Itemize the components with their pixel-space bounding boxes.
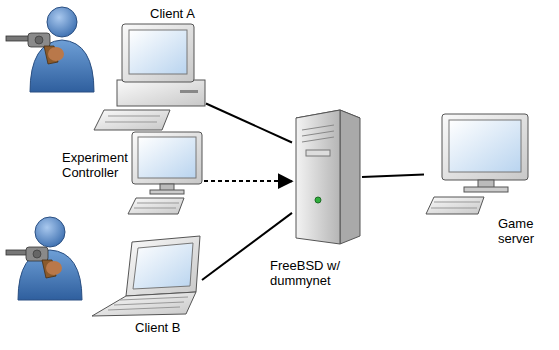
desktop-computer-a	[94, 24, 205, 130]
device-node: Client B	[90, 236, 202, 316]
person-b	[6, 217, 82, 300]
network-link	[206, 104, 292, 143]
device-node: FreeBSD w/ dummynet	[292, 108, 362, 246]
device-label: Game server	[498, 216, 556, 246]
device-label: FreeBSD w/ dummynet	[270, 258, 362, 288]
device-label: Experiment Controller	[62, 150, 140, 180]
device-label: Client B	[135, 320, 205, 335]
device-node: Client A	[94, 24, 206, 130]
network-link	[362, 174, 424, 177]
network-link	[204, 180, 292, 182]
game-server-computer	[426, 114, 528, 214]
server-tower	[296, 110, 360, 244]
device-node: Experiment Controller	[128, 130, 204, 215]
laptop-b	[92, 236, 200, 316]
device-node: Game server	[424, 112, 532, 216]
revolver	[6, 247, 62, 278]
controller-monitor	[128, 132, 202, 214]
revolver	[6, 33, 64, 64]
device-label: Client A	[150, 6, 220, 21]
person-a	[6, 7, 94, 92]
